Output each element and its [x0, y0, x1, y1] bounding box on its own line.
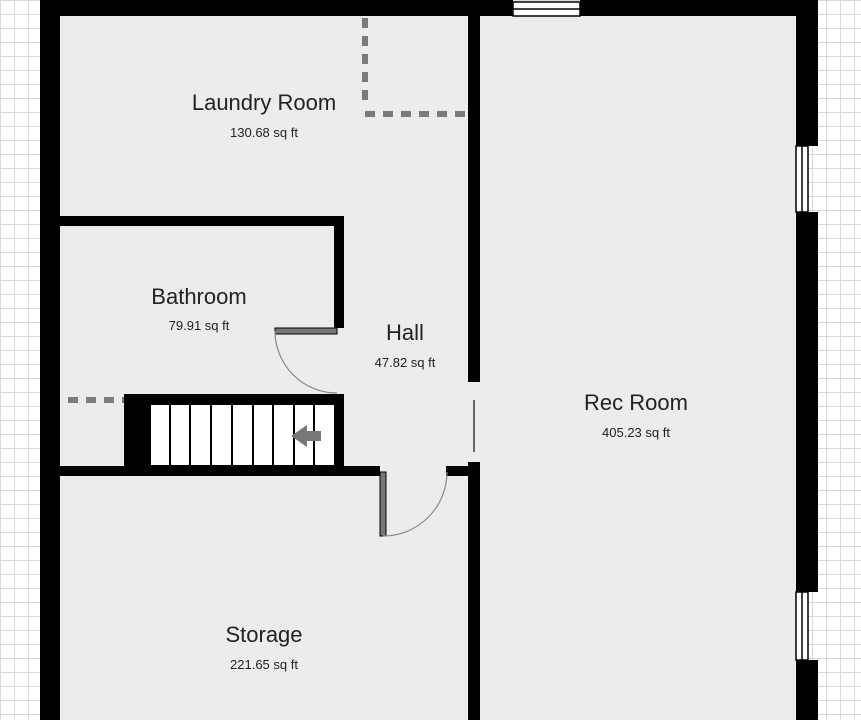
- rec-room-label: Rec Room: [584, 390, 688, 415]
- floor-area: [60, 14, 805, 720]
- windows: [512, 1, 809, 661]
- laundry-room-area: 130.68 sq ft: [230, 125, 298, 140]
- storage-area: 221.65 sq ft: [230, 657, 298, 672]
- walls: [40, 0, 818, 720]
- bathroom-door-swing: [274, 330, 338, 394]
- bathroom-label: Bathroom: [151, 284, 247, 309]
- bathroom-area: 79.91 sq ft: [168, 318, 230, 333]
- storage-label: Storage: [225, 622, 303, 647]
- hall-label: Hall: [386, 320, 424, 345]
- laundry-room-label: Laundry Room: [191, 90, 337, 115]
- hall-area: 47.82 sq ft: [374, 355, 436, 370]
- staircase: [149, 403, 336, 467]
- dashed-boundaries: [68, 18, 468, 466]
- rec-room-area: 405.23 sq ft: [602, 425, 670, 440]
- storage-door-leaf: [379, 471, 387, 537]
- bathroom-door-leaf: [274, 327, 338, 335]
- doors: [274, 327, 448, 537]
- stairs-direction-arrow-icon: [291, 425, 321, 447]
- storage-door-swing: [382, 471, 448, 537]
